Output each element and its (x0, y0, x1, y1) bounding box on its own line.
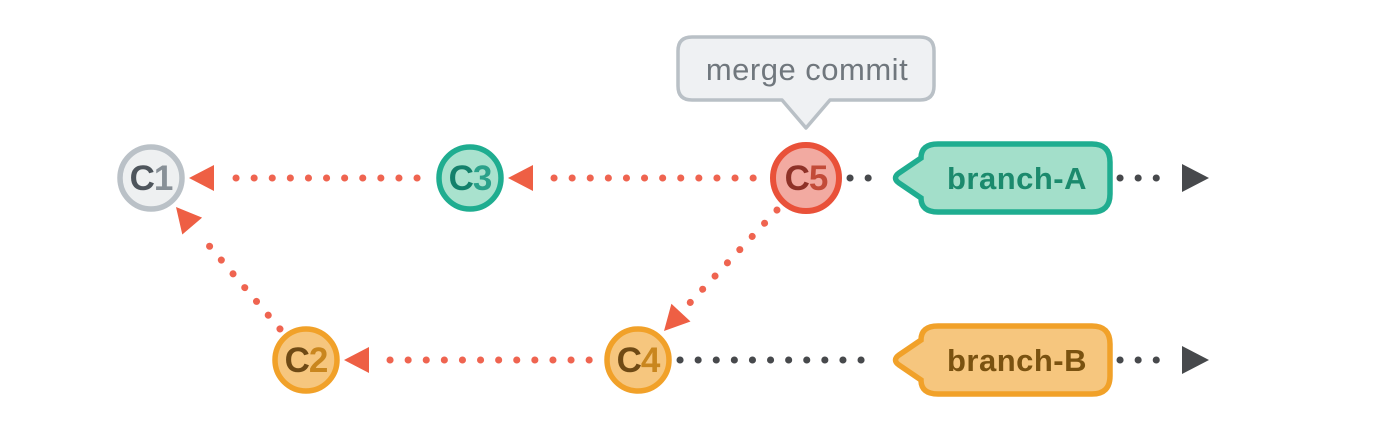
commit-c1-number: 1 (154, 159, 173, 198)
timeline-b-arrow-right-icon (1182, 346, 1209, 374)
merge-commit-tooltip-bubble (676, 35, 936, 130)
merge-commit-tooltip-text: merge commit (706, 52, 908, 87)
branch-tag-a-shape (892, 141, 1113, 215)
commit-c5-number: 5 (809, 159, 828, 198)
edge-c5-c4-dots (682, 206, 781, 311)
commit-node-c4: C4 (604, 326, 672, 394)
commit-c3-number: 3 (473, 159, 492, 198)
edge-c5-to-c3 (508, 165, 770, 191)
edge-c5-c3-arrowhead-icon (508, 165, 533, 191)
commit-c2-circle (272, 326, 340, 394)
commit-c3-label: C3 (449, 159, 492, 198)
commit-c1-circle (117, 144, 185, 212)
commit-c3-letter: C (449, 159, 474, 198)
timeline-branch-b (676, 346, 1209, 374)
branch-tag-b-label: branch-B (947, 343, 1087, 378)
commit-c4-letter: C (617, 341, 642, 380)
commit-c2-number: 2 (309, 341, 328, 380)
commit-c5-letter: C (785, 159, 810, 198)
branch-tag-a-label: branch-A (947, 161, 1087, 196)
commit-c5-circle (770, 142, 842, 214)
edge-c5-c4-arrowhead-icon (664, 303, 691, 331)
edge-c2-to-c1 (176, 207, 284, 333)
commit-c4-number: 4 (641, 341, 661, 380)
commit-c4-label: C4 (617, 341, 661, 380)
commit-c5-label: C5 (785, 159, 828, 198)
branch-tag-b: branch-B (892, 323, 1113, 397)
commit-node-c1: C1 (117, 144, 185, 212)
commit-c4-circle (604, 326, 672, 394)
commit-c3-circle (436, 144, 504, 212)
commit-node-c3: C3 (436, 144, 504, 212)
edge-c2-c1-arrowhead-icon (176, 207, 203, 235)
commit-c1-label: C1 (130, 159, 173, 198)
edge-c2-c1-dots (196, 231, 284, 333)
edge-c4-c2-arrowhead-icon (344, 347, 369, 373)
edge-c3-c1-arrowhead-icon (189, 165, 214, 191)
edge-c4-to-c2 (344, 347, 600, 373)
branch-tag-b-shape (892, 323, 1113, 397)
edge-c3-to-c1 (189, 165, 434, 191)
branch-tag-a: branch-A (892, 141, 1113, 215)
commit-c2-letter: C (285, 341, 310, 380)
edge-c5-to-c4 (664, 206, 781, 331)
commit-node-c5: C5 (770, 142, 842, 214)
timeline-branch-a (846, 164, 1209, 192)
commit-node-c2: C2 (272, 326, 340, 394)
commit-c1-letter: C (130, 159, 155, 198)
commit-c2-label: C2 (285, 341, 328, 380)
timeline-a-arrow-right-icon (1182, 164, 1209, 192)
merge-commit-tooltip: merge commit (676, 35, 936, 130)
